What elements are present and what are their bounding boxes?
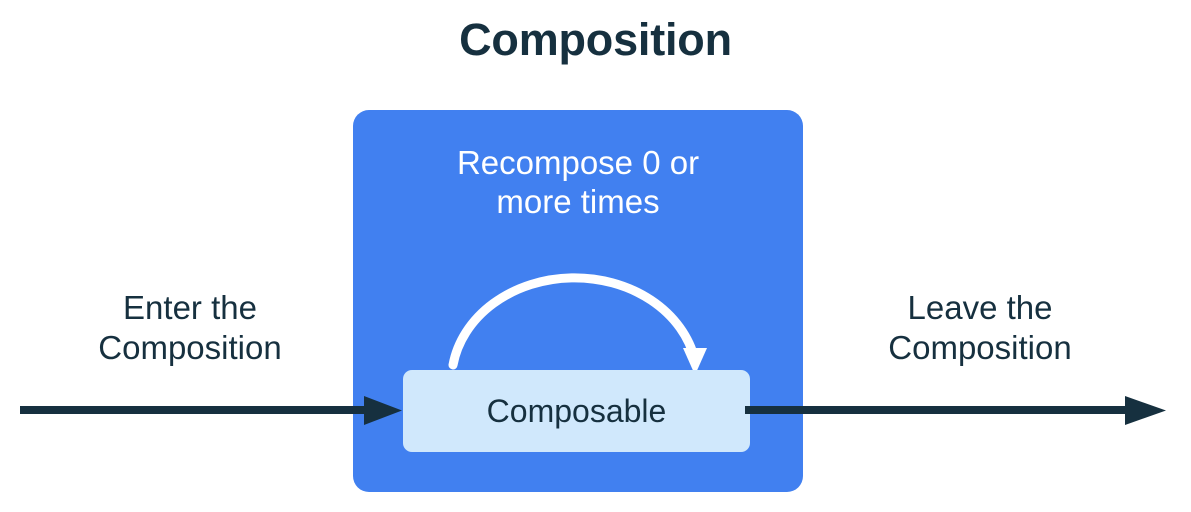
leave-composition-label-line2: Composition xyxy=(888,328,1072,366)
page-title: Composition xyxy=(459,14,732,65)
recompose-label: Recompose 0 or more times xyxy=(373,144,783,222)
leave-composition-label-line1: Leave the xyxy=(907,289,1053,326)
arrow-right-icon-leave xyxy=(745,396,1166,425)
enter-composition-label: Enter the Composition xyxy=(45,288,335,367)
leave-composition-label: Leave the Composition xyxy=(830,288,1130,367)
composable-box: Composable xyxy=(403,370,750,452)
enter-composition-label-line2: Composition xyxy=(98,328,282,366)
enter-composition-label-line1: Enter the xyxy=(123,289,257,326)
recompose-label-line2: more times xyxy=(496,182,660,220)
recompose-label-line1: Recompose 0 or xyxy=(456,144,700,181)
arrow-right-icon-enter xyxy=(20,396,402,425)
composable-label: Composable xyxy=(486,393,667,429)
